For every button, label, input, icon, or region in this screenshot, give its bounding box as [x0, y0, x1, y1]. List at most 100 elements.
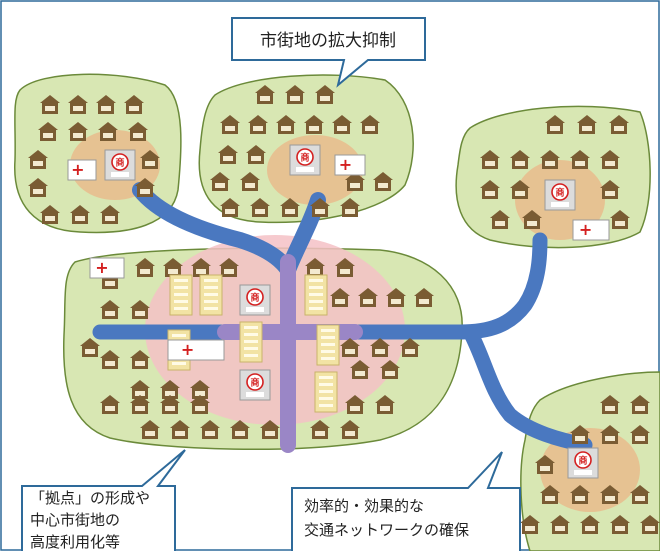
house-icon	[260, 420, 280, 439]
house-icon	[580, 515, 600, 534]
house-icon	[96, 95, 116, 114]
house-icon	[70, 205, 90, 224]
house-icon	[250, 198, 270, 217]
house-icon	[135, 178, 155, 197]
shop-icon: 商	[239, 369, 271, 401]
house-icon	[600, 395, 620, 414]
house-icon	[28, 150, 48, 169]
callout-bottom-left: 「拠点」の形成や 中心市街地の 高度利用化等	[21, 449, 186, 551]
hospital-icon: +	[167, 339, 225, 361]
house-icon	[570, 425, 590, 444]
house-icon	[220, 198, 240, 217]
svg-text:+: +	[95, 258, 108, 277]
house-icon	[100, 395, 120, 414]
house-icon	[535, 455, 555, 474]
house-icon	[609, 115, 629, 134]
house-icon	[240, 172, 260, 191]
road-to-top-left	[132, 182, 296, 278]
house-icon	[163, 258, 183, 277]
shop-icon: 商	[104, 149, 136, 181]
shop-icon: 商	[544, 179, 576, 211]
house-icon	[190, 395, 210, 414]
house-icon	[310, 198, 330, 217]
house-icon	[330, 288, 350, 307]
house-icon	[350, 360, 370, 379]
house-icon	[335, 258, 355, 277]
house-icon	[190, 380, 210, 399]
house-icon	[600, 180, 620, 199]
house-icon	[130, 350, 150, 369]
house-icon	[370, 338, 390, 357]
house-icon	[40, 205, 60, 224]
house-icon	[305, 258, 325, 277]
house-icon	[570, 150, 590, 169]
hospital-icon: +	[572, 219, 610, 241]
house-icon	[490, 210, 510, 229]
callout-top: 市街地の拡大抑制	[231, 17, 426, 88]
house-icon	[550, 515, 570, 534]
apartment-building-icon	[169, 274, 193, 316]
shop-icon: 商	[289, 144, 321, 176]
house-icon	[219, 258, 239, 277]
apartment-building-icon	[316, 324, 340, 366]
house-icon	[246, 145, 266, 164]
callout-top-text: 市街地の拡大抑制	[260, 31, 396, 51]
svg-text:商: 商	[555, 187, 564, 199]
house-icon	[160, 395, 180, 414]
shop-icon: 商	[239, 284, 271, 316]
house-icon	[600, 150, 620, 169]
callout-bottom-left-line-2: 中心市街地の	[30, 511, 120, 529]
svg-text:商: 商	[250, 377, 259, 389]
house-icon	[340, 338, 360, 357]
facilities: 商商商商商商+++++	[67, 144, 610, 479]
house-icon	[522, 210, 542, 229]
house-icon	[630, 485, 650, 504]
house-icon	[130, 380, 150, 399]
house-icon	[285, 85, 305, 104]
apartment-building-icon	[314, 371, 338, 413]
svg-text:商: 商	[250, 292, 259, 304]
house-icon	[100, 350, 120, 369]
house-icon	[130, 300, 150, 319]
house-icon	[345, 395, 365, 414]
house-icon	[345, 172, 365, 191]
house-icon	[510, 180, 530, 199]
house-icon	[310, 420, 330, 439]
house-icon	[68, 122, 88, 141]
house-icon	[380, 360, 400, 379]
house-icon	[360, 115, 380, 134]
house-icon	[40, 95, 60, 114]
apartment-building-icon	[199, 274, 223, 316]
house-icon	[140, 150, 160, 169]
house-icon	[545, 115, 565, 134]
svg-text:+: +	[339, 155, 352, 174]
house-icon	[280, 198, 300, 217]
hospital-icon: +	[334, 154, 366, 176]
svg-text:+: +	[71, 160, 84, 179]
house-icon	[276, 115, 296, 134]
house-icon	[414, 288, 434, 307]
callout-bottom-left-line-1: 「拠点」の形成や	[30, 489, 150, 507]
house-icon	[130, 395, 150, 414]
house-icon	[315, 85, 335, 104]
house-icon	[220, 115, 240, 134]
house-icon	[640, 515, 660, 534]
house-icon	[124, 95, 144, 114]
house-icon	[480, 180, 500, 199]
svg-text:+: +	[579, 220, 592, 239]
callout-bottom-right: 効率的・効果的な 交通ネットワークの確保	[291, 451, 521, 551]
callout-bottom-right-line-2: 交通ネットワークの確保	[304, 521, 469, 539]
shop-icon: 商	[567, 447, 599, 479]
house-icon	[248, 115, 268, 134]
house-icon	[600, 485, 620, 504]
house-icon	[128, 122, 148, 141]
house-icon	[170, 420, 190, 439]
apartment-building-icon	[239, 321, 263, 363]
callout-bottom-left-line-3: 高度利用化等	[30, 533, 120, 551]
house-icon	[200, 420, 220, 439]
house-icon	[218, 145, 238, 164]
hospital-icon: +	[89, 257, 125, 279]
house-icon	[98, 122, 118, 141]
hospital-icon: +	[67, 159, 97, 181]
